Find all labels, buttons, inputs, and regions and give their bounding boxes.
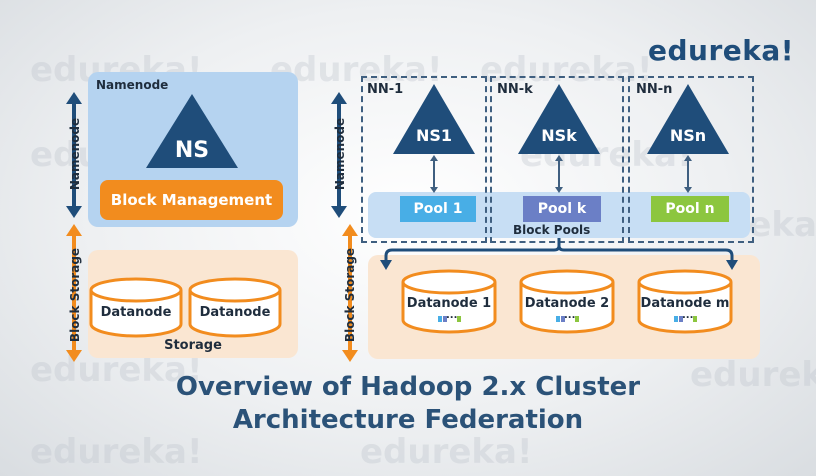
title-line-2: Architecture Federation — [232, 405, 584, 435]
nn-tag: NN-k — [497, 82, 533, 97]
datanode-dots: ... — [446, 310, 458, 321]
namenode-side-label: Namenode — [68, 117, 82, 191]
block-management-box: Block Management — [100, 180, 283, 220]
datanode-cylinder-icon — [519, 269, 615, 334]
datanode-label: Datanode — [199, 305, 271, 320]
datanode-label: Datanode 1 — [406, 296, 492, 311]
connector-arrow — [430, 155, 438, 193]
brand-logo: edureka! — [648, 34, 795, 67]
datanode-cylinder-icon — [637, 269, 733, 334]
ns-label: NSn — [669, 126, 707, 145]
datanode-cylinder-icon — [188, 277, 282, 338]
namenode-box-k — [490, 76, 624, 243]
ns-triangle-icon — [518, 84, 600, 154]
block-storage-arrow — [342, 224, 358, 362]
datanode-dots: ... — [682, 310, 694, 321]
namenode-box-n — [628, 76, 754, 243]
datanode-label: Datanode m — [640, 296, 730, 311]
pool-k: Pool k — [523, 196, 601, 222]
connector-arrow — [684, 155, 692, 193]
ns-label: NS1 — [415, 126, 453, 145]
title-line-1: Overview of Hadoop 2.x Cluster — [175, 372, 641, 402]
ns-triangle-icon — [393, 84, 475, 154]
namenode-side-label: Namenode — [333, 117, 347, 191]
datanode-dots: ... — [564, 310, 576, 321]
namenode-arrow — [331, 92, 347, 218]
namenode-box-1 — [361, 76, 487, 243]
namenode-arrow — [66, 92, 82, 218]
watermark: edureka! — [270, 50, 443, 90]
pool-1: Pool 1 — [400, 196, 476, 222]
ns-triangle-icon — [146, 94, 238, 168]
block-storage-side-label: Block Storage — [343, 247, 357, 343]
datanode-label: Datanode 2 — [524, 296, 610, 311]
namenode-title: Namenode — [96, 78, 169, 92]
pool-n: Pool n — [651, 196, 729, 222]
watermark: edureka! — [690, 355, 816, 395]
connector-arrow — [555, 155, 563, 193]
nn-tag: NN-n — [636, 82, 673, 97]
block-pools-label: Block Pools — [513, 223, 591, 237]
storage-label: Storage — [164, 338, 222, 353]
watermark: edureka! — [30, 432, 203, 472]
pool-connector-arrows — [380, 238, 738, 270]
ns-label: NS — [174, 138, 210, 163]
datanode-cylinder-icon — [89, 277, 183, 338]
watermark: edureka! — [360, 432, 533, 472]
block-storage-arrow — [66, 224, 82, 362]
ns-triangle-icon — [647, 84, 729, 154]
ns-label: NSk — [541, 126, 577, 145]
datanode-label: Datanode — [100, 305, 172, 320]
datanode-cylinder-icon — [401, 269, 497, 334]
nn-tag: NN-1 — [367, 82, 404, 97]
block-storage-side-label: Block Storage — [68, 247, 82, 343]
